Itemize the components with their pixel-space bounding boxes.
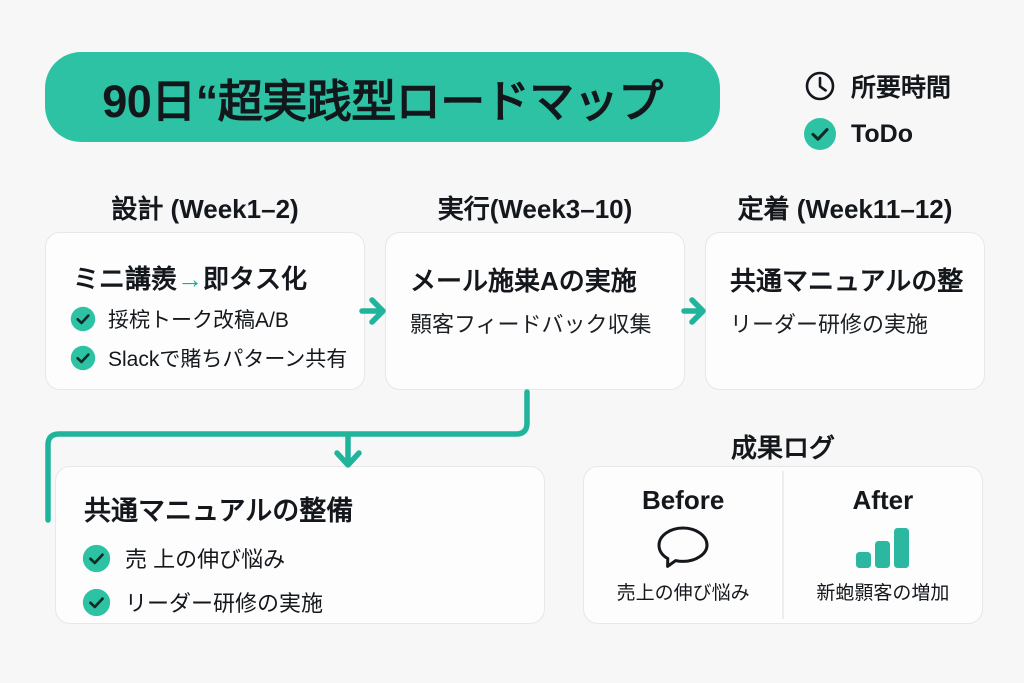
arrow-right-icon-2 (681, 297, 706, 325)
card-manual[interactable]: 共通マニュアルの整備 売 上の伸び悩み リーダー研修 (55, 466, 545, 624)
check-circle-icon (803, 117, 837, 151)
card-execute-title: メール施粜Aの実施 (410, 266, 637, 296)
card-design-title-post: 即タス化 (203, 264, 308, 294)
check-circle-icon (70, 345, 96, 371)
results-log-before-pane: Before 売上の伸び悩み (584, 467, 782, 623)
results-log-after-caption: 新蚫顥客の増加 (816, 583, 950, 604)
list-item[interactable]: 挼梡トーク改稿A/B (70, 301, 354, 336)
legend: 所要時間 ToDo (803, 66, 1003, 162)
list-item-label: 売 上の伸び悩み (125, 547, 286, 572)
results-log-before-caption: 売上の伸び悩み (616, 583, 750, 604)
column-heading-design: 設計 (Week1–2) (111, 194, 299, 224)
results-log-after-pane: After 新蚫顥客の増加 (784, 467, 982, 623)
legend-item-todo: ToDo (803, 114, 1003, 154)
check-circle-icon (70, 306, 96, 332)
card-execute[interactable]: メール施粜Aの実施 顥客フィードバック収集 (385, 232, 685, 390)
card-establish[interactable]: 共通マニュアルの整 リーダー研修の実施 (705, 232, 985, 390)
bar-chart-icon (852, 524, 914, 570)
title-pill: 90日“超実践型ロードマップ (45, 52, 720, 142)
arrow-down-icon (334, 432, 362, 468)
card-execute-subtitle: 顥客フィードバック収集 (410, 312, 652, 337)
list-item[interactable]: リーダー研修の実施 (82, 581, 534, 623)
card-design-title-pre: ミニ講羨 (73, 264, 178, 294)
legend-label-duration: 所要時間 (851, 74, 952, 102)
list-item-label: 挼梡トーク改稿A/B (108, 308, 289, 332)
list-item[interactable]: Slackで賭ちパターン共有 (70, 340, 354, 375)
results-log-card[interactable]: Before 売上の伸び悩み After 新蚫顥客の増加 (583, 466, 983, 624)
speech-bubble-icon (654, 524, 712, 570)
column-heading-establish: 定着 (Week11–12) (737, 194, 953, 224)
results-log-before-title: Before (641, 485, 725, 515)
arrow-right-icon-1 (359, 297, 386, 325)
list-item[interactable]: 売 上の伸び悩み (82, 537, 534, 579)
results-log-heading: 成果ログ (730, 433, 835, 463)
check-circle-icon (82, 544, 111, 573)
check-circle-icon (82, 588, 111, 617)
card-establish-title: 共通マニュアルの整 (730, 266, 964, 296)
card-establish-subtitle: リーダー研修の実施 (730, 312, 929, 337)
results-log-after-title: After (852, 485, 914, 515)
clock-icon (803, 69, 837, 103)
card-manual-checklist: 売 上の伸び悩み リーダー研修の実施 (82, 537, 534, 625)
list-item-label: Slackで賭ちパターン共有 (108, 347, 348, 371)
legend-item-duration: 所要時間 (803, 66, 1003, 106)
list-item-label: リーダー研修の実施 (125, 591, 324, 616)
legend-label-todo: ToDo (851, 119, 914, 148)
page-title: 90日“超実践型ロードマップ (102, 75, 663, 127)
card-design-title: ミニ講羨→即タス化 (73, 259, 350, 296)
card-manual-title: 共通マニュアルの整備 (84, 496, 354, 526)
arrow-right-inline-icon: → (177, 264, 204, 294)
column-heading-execute: 実行(Week3–10) (437, 194, 633, 224)
card-design[interactable]: ミニ講羨→即タス化 挼梡トーク改稿A/B (45, 232, 365, 390)
card-design-checklist: 挼梡トーク改稿A/B Slackで賭ちパターン共有 (70, 301, 354, 379)
results-log-divider (782, 471, 784, 619)
